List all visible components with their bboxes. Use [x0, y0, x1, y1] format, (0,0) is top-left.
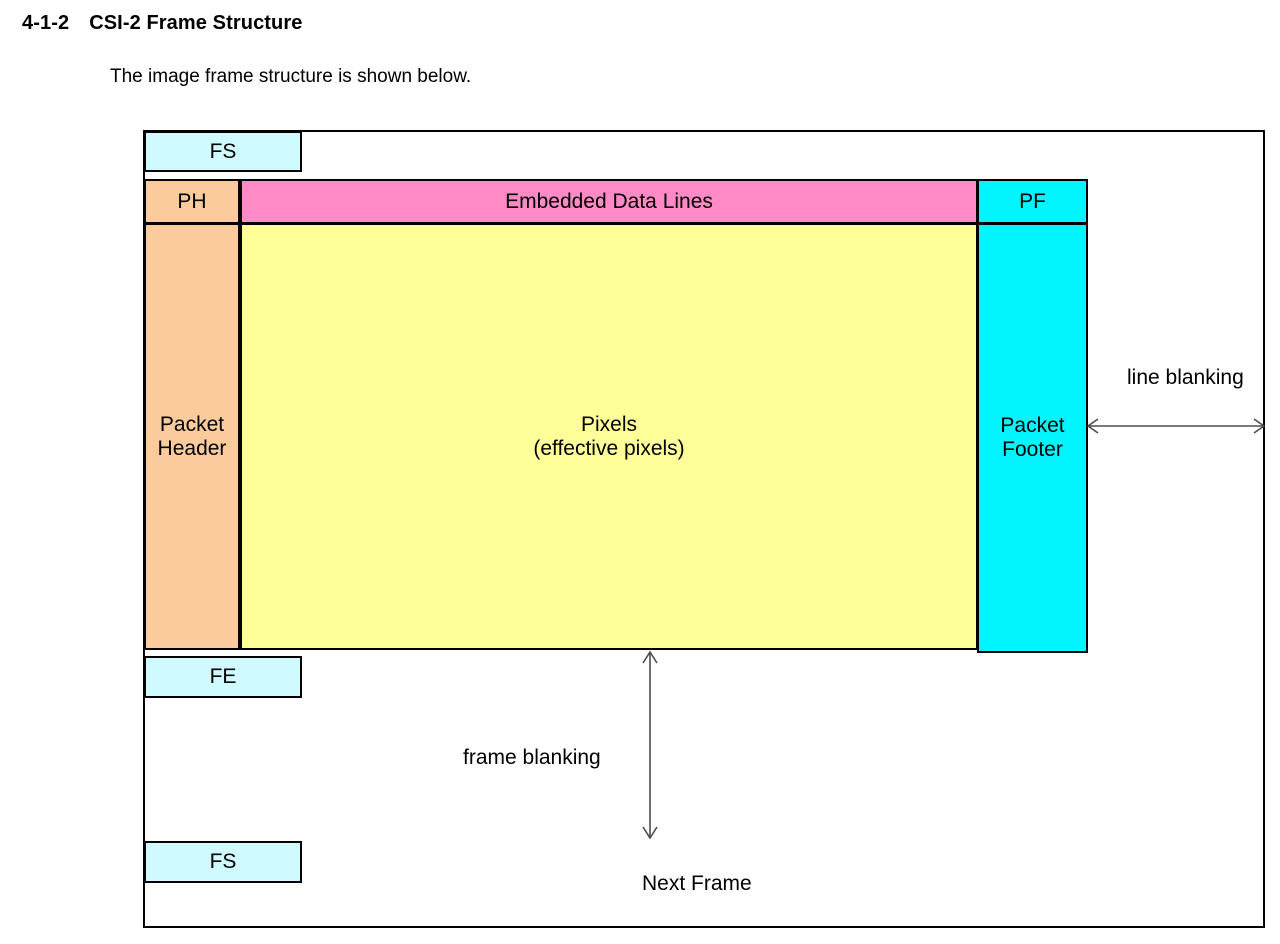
- heading-title: CSI-2 Frame Structure: [89, 12, 303, 34]
- block-packet-header-short: PH: [144, 179, 240, 224]
- frame-blanking-label: frame blanking: [463, 746, 601, 769]
- block-packet-footer-short: PF: [977, 179, 1088, 224]
- block-frame-end: FE: [144, 656, 302, 698]
- block-label: Pixels (effective pixels): [533, 412, 685, 460]
- next-frame-label: Next Frame: [642, 872, 752, 895]
- block-label: PH: [177, 189, 207, 213]
- line-blanking-label: line blanking: [1127, 366, 1244, 389]
- block-packet-footer: Packet Footer: [977, 223, 1088, 653]
- block-label: PF: [1019, 189, 1046, 213]
- block-frame-start-top: FS: [144, 131, 302, 172]
- line-blanking-arrow-icon: [1086, 417, 1266, 435]
- heading-section-number: 4-1-2: [22, 12, 70, 34]
- block-label: FS: [209, 850, 237, 874]
- block-label: FE: [209, 665, 237, 689]
- intro-paragraph: The image frame structure is shown below…: [110, 66, 472, 87]
- block-embedded-data-lines: Embedded Data Lines: [240, 179, 978, 224]
- block-label: Embedded Data Lines: [505, 189, 713, 213]
- block-pixels: Pixels (effective pixels): [240, 223, 978, 650]
- block-label: FS: [209, 139, 237, 163]
- block-label: Packet Footer: [1000, 414, 1065, 461]
- block-frame-start-bottom: FS: [144, 841, 302, 883]
- frame-blanking-arrow-icon: [641, 650, 659, 840]
- frame-structure-diagram: FS PH Embedded Data Lines PF Packet Head…: [143, 130, 1266, 928]
- block-label: Packet Header: [157, 412, 227, 460]
- block-packet-header: Packet Header: [144, 223, 240, 650]
- page-heading: 4-1-2 CSI-2 Frame Structure: [22, 12, 302, 35]
